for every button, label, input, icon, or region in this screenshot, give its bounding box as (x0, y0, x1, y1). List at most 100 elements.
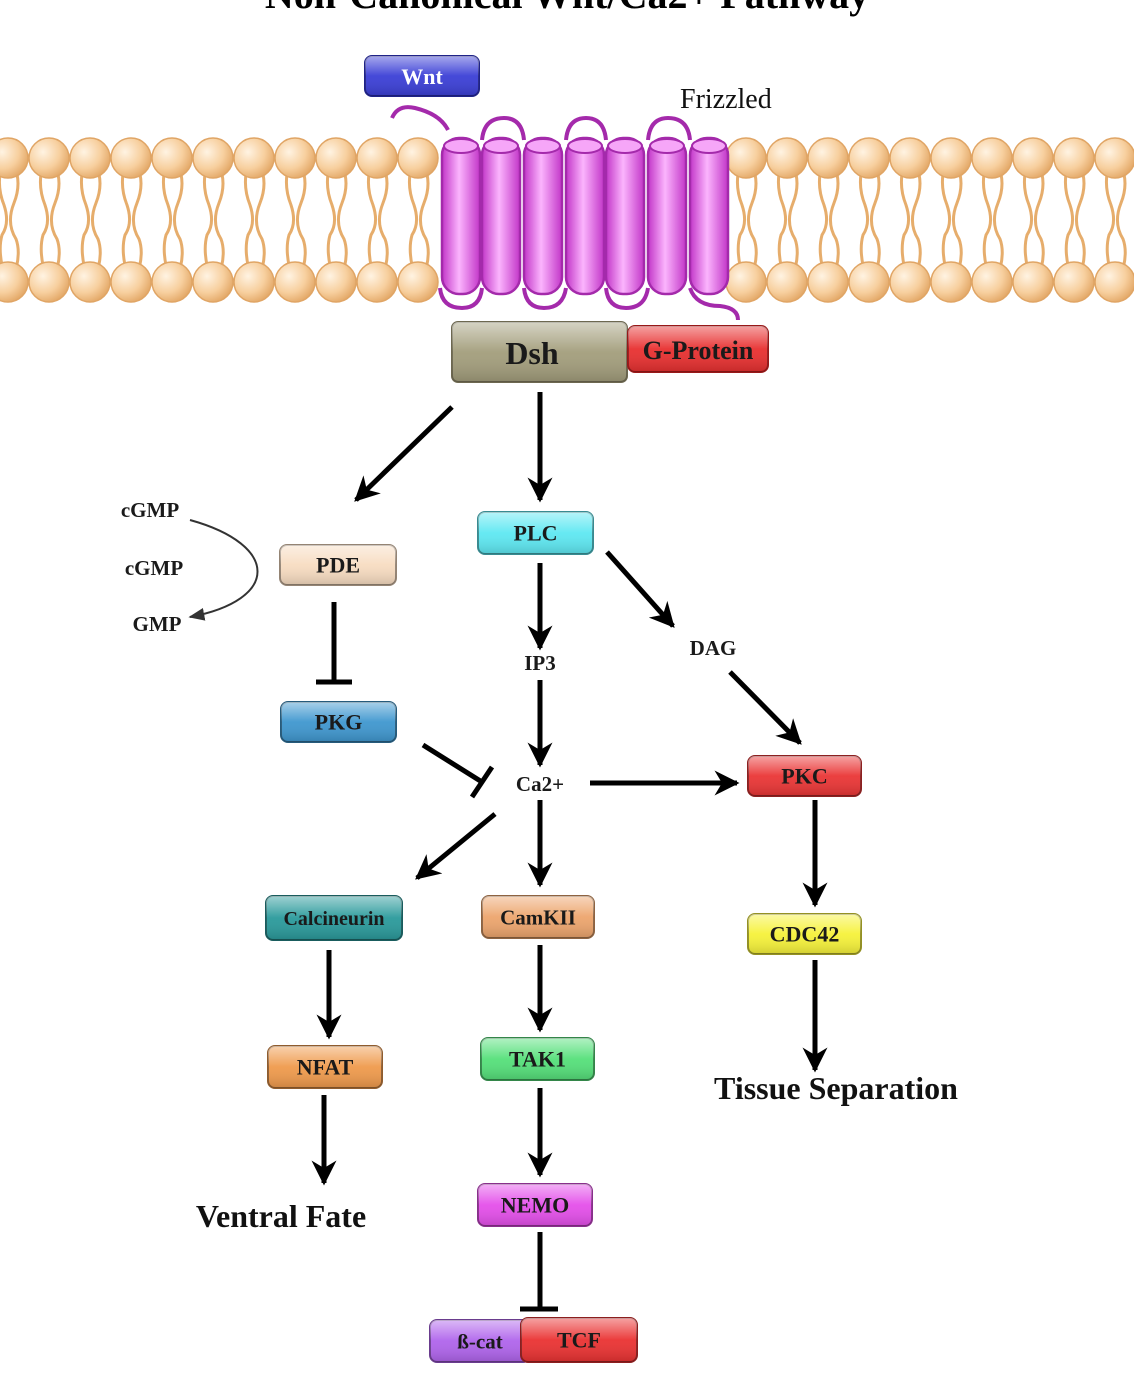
helix-cap (443, 138, 479, 154)
lipid-tail (1022, 164, 1034, 281)
arrow-ca-calcineurin (415, 812, 497, 880)
lipid-head (192, 137, 234, 179)
nemo-box-gloss (478, 1184, 592, 1226)
lipid-head (807, 137, 849, 179)
lipid-head (315, 137, 357, 179)
lipid-tail (1116, 164, 1127, 283)
lipid-tail (325, 164, 337, 281)
lipid-head (1053, 261, 1095, 303)
lipid-head (151, 137, 193, 179)
ca-label: Ca2+ (516, 772, 564, 796)
cgmp-curve-arrow (188, 519, 259, 621)
inhibit-pde-pkg (316, 602, 352, 685)
lipid-tail (296, 164, 307, 283)
nemo-box-label: NEMO (501, 1193, 569, 1218)
lipid-tail (38, 164, 50, 281)
ip3-label: IP3 (524, 651, 556, 675)
pkc-box-label: PKC (781, 764, 827, 789)
lipid-head (69, 137, 111, 179)
lipid-tail (91, 164, 102, 283)
lipid-tail (911, 164, 922, 283)
pkc-box-gloss (748, 756, 861, 796)
camkii-box-label: CamKII (500, 905, 576, 929)
bcat-box: ß-cat (429, 1319, 531, 1363)
transmembrane-helix (440, 136, 482, 296)
cgmp-cycle: cGMP cGMP GMP (121, 498, 259, 636)
lipid-head (356, 137, 398, 179)
plc-box-gloss (478, 512, 593, 554)
lipid-head (233, 261, 275, 303)
lipid-head (274, 261, 316, 303)
lipid-tail (284, 164, 296, 281)
lipid-tail (952, 164, 963, 283)
lipid-head (971, 261, 1013, 303)
lipid-tail (0, 164, 9, 281)
calcineurin-box: Calcineurin (265, 895, 403, 941)
gmp-label: GMP (133, 612, 182, 636)
cgmp-label-2: cGMP (125, 556, 183, 580)
pkg-box-label: PKG (315, 710, 363, 735)
lipid-tail (899, 164, 911, 281)
lipid-head (889, 137, 931, 179)
tak1-box: TAK1 (480, 1037, 595, 1081)
wnt-box: Wnt (364, 55, 480, 97)
arrow-dsh-pde (354, 405, 454, 502)
inhibit-pkg-ca (421, 742, 495, 799)
dag-label: DAG (690, 636, 737, 660)
lipid-tail (788, 164, 799, 283)
lipid-tail (378, 164, 389, 283)
lipid-head (725, 137, 767, 179)
lipid-head (28, 137, 70, 179)
lipid-tail (120, 164, 132, 281)
cdc42-box: CDC42 (747, 913, 862, 955)
nfat-box: NFAT (267, 1045, 383, 1089)
lipid-tail (870, 164, 881, 283)
tissue-separation-label: Tissue Separation (714, 1070, 958, 1106)
lipid-tail (173, 164, 184, 283)
lipid-tail (1104, 164, 1116, 281)
inhibition-edges (316, 602, 558, 1312)
lipid-head (0, 137, 29, 179)
lipid-head (28, 261, 70, 303)
lipid-head (930, 137, 972, 179)
lipid-heads-outer (0, 137, 1134, 179)
frizzled-receptor: Frizzled (390, 84, 772, 321)
lipid-tail (747, 164, 758, 283)
nfat-box-label: NFAT (297, 1055, 354, 1080)
lipid-head (110, 137, 152, 179)
lipid-head (807, 261, 849, 303)
bcat-box-label: ß-cat (457, 1329, 503, 1353)
lipid-head (1094, 261, 1134, 303)
lipid-tail (79, 164, 91, 281)
lipid-tail (829, 164, 840, 283)
nfat-box-gloss (268, 1046, 382, 1088)
pde-box-gloss (280, 545, 396, 585)
lipid-head (274, 137, 316, 179)
cgmp-label-1: cGMP (121, 498, 179, 522)
lipid-tail (993, 164, 1004, 283)
lipid-head (356, 261, 398, 303)
tcf-box-gloss (521, 1318, 637, 1362)
lipid-tail (366, 164, 378, 281)
lipid-tail (1034, 164, 1045, 283)
lipid-tail (9, 164, 20, 283)
lipid-tail (337, 164, 348, 283)
transmembrane-helix (688, 136, 730, 296)
plc-box-label: PLC (514, 521, 558, 546)
dsh-box: Dsh (451, 321, 628, 383)
frizzled-loops (390, 105, 740, 321)
lipid-head (69, 261, 111, 303)
helix-cap (567, 138, 603, 154)
tak1-box-label: TAK1 (509, 1047, 566, 1072)
lipid-tails (0, 164, 1127, 283)
calcineurin-box-label: Calcineurin (283, 908, 384, 930)
lipid-tail (243, 164, 255, 281)
lipid-tail (776, 164, 788, 281)
helix-cap (483, 138, 519, 154)
lipid-tail (214, 164, 225, 283)
lipid-tail (1075, 164, 1086, 283)
lipid-head (1012, 137, 1054, 179)
pkc-box: PKC (747, 755, 862, 797)
lipid-heads-inner (0, 261, 1134, 303)
